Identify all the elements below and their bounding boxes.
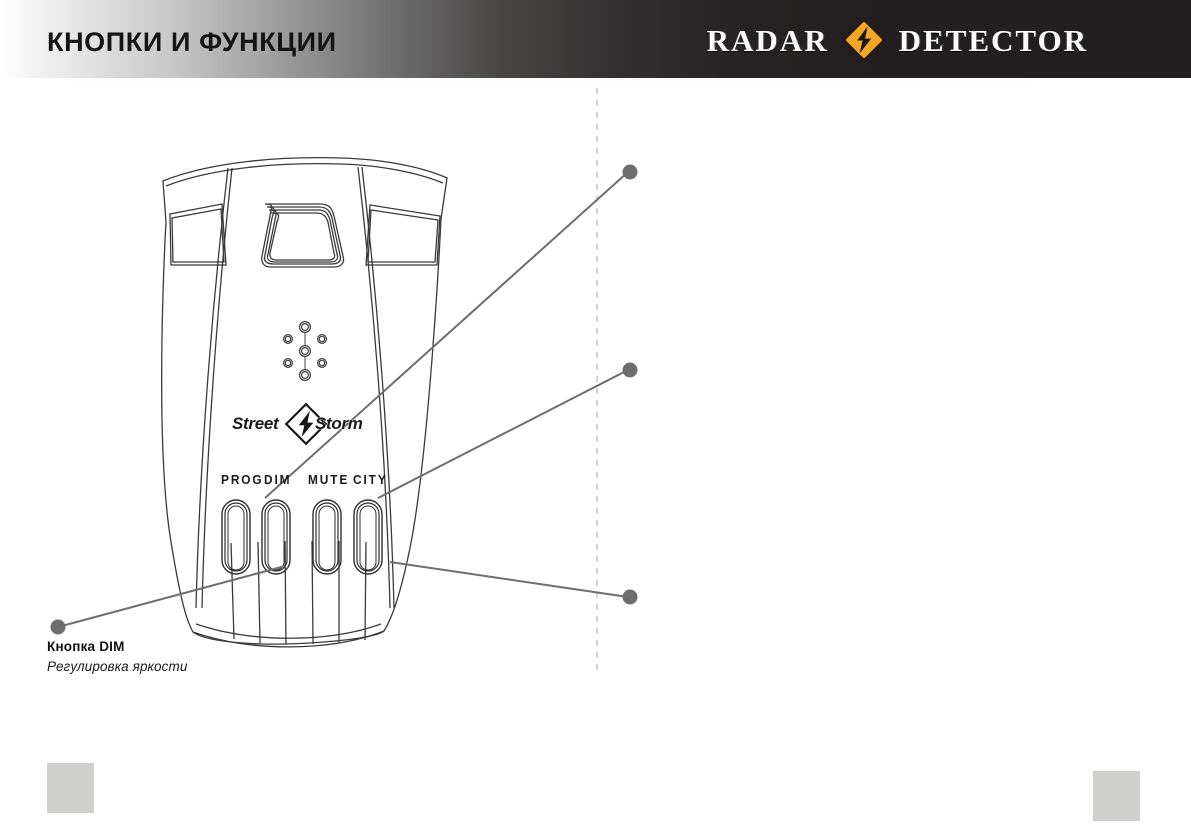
device-button-label-city: CITY xyxy=(353,473,388,487)
leader-line-city-to-middle xyxy=(377,369,629,499)
lightning-bolt-diamond-icon xyxy=(284,402,328,446)
page-title: КНОПКИ И ФУНКЦИИ xyxy=(47,27,337,57)
street-storm-logo: Street Storm xyxy=(232,402,377,448)
street-storm-word-left: Street xyxy=(232,414,279,434)
leader-line-prog-to-top xyxy=(264,171,629,499)
callout-dots xyxy=(50,164,638,635)
page-number-block-right xyxy=(1093,771,1140,821)
lightning-bolt-diamond-icon xyxy=(842,18,886,62)
dot-cluster-icon xyxy=(283,321,328,382)
device-button-label-mute: MUTE xyxy=(308,473,350,487)
device-body xyxy=(161,156,448,648)
caption-dim-subtitle: Регулировка яркости xyxy=(47,659,188,675)
brand-word-detector: DETECTOR xyxy=(898,22,1088,58)
callout-dot-middle[interactable] xyxy=(622,362,638,378)
street-storm-word-right: Storm xyxy=(315,414,364,434)
callout-dot-bottom[interactable] xyxy=(622,589,638,605)
brand-lockup: RADAR DETECTOR xyxy=(707,19,1088,61)
device-button-mute[interactable] xyxy=(312,499,342,575)
leader-line-dim-to-caption xyxy=(57,565,286,628)
device-vector-drawing xyxy=(50,88,638,676)
brand-word-radar: RADAR xyxy=(706,22,829,58)
page-header-bar xyxy=(0,0,1191,78)
device-button-label-dim: DIM xyxy=(264,473,292,487)
device-illustration: Street Storm PROG DIM MUTE CITY xyxy=(0,88,1191,708)
caption-dim-title: Кнопка DIM xyxy=(47,639,125,654)
callout-leader-lines xyxy=(57,171,629,628)
device-button-group xyxy=(221,499,383,575)
device-button-dim[interactable] xyxy=(261,499,291,575)
device-button-label-prog: PROG xyxy=(221,473,264,487)
header-underglow xyxy=(0,78,1191,88)
callout-dot-top[interactable] xyxy=(622,164,638,180)
callout-dot-left[interactable] xyxy=(50,619,66,635)
device-button-city[interactable] xyxy=(353,499,383,575)
device-button-prog[interactable] xyxy=(221,499,251,575)
caption-dim-button: Кнопка DIM Регулировка яркости xyxy=(47,638,347,677)
page-number-block-left xyxy=(47,763,94,813)
leader-line-bottom-right xyxy=(389,561,629,598)
